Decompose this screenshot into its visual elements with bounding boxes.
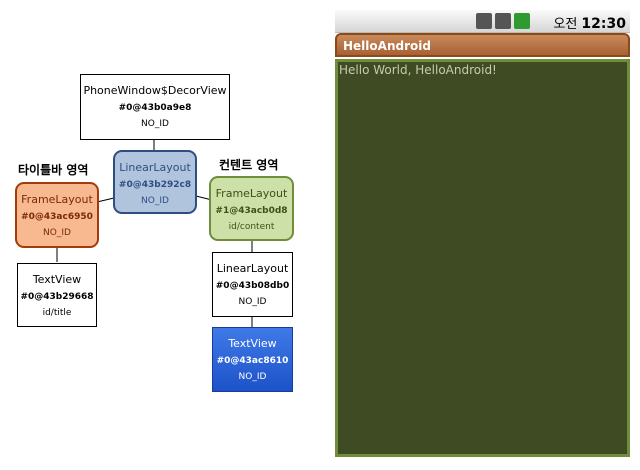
status-time: 오전 12:30	[553, 13, 626, 32]
status-time-value: 12:30	[581, 16, 626, 32]
node-class: TextView	[228, 337, 277, 350]
app-title: HelloAndroid	[343, 39, 431, 53]
content-region-label: 컨텐트 영역	[219, 158, 279, 172]
hello-text: Hello World, HelloAndroid!	[339, 63, 497, 77]
node-id: id/content	[228, 222, 275, 232]
status-bar: 오전 12:30	[335, 10, 630, 33]
node-id: NO_ID	[141, 119, 169, 129]
network-3g-icon	[476, 13, 492, 29]
app-title-bar: HelloAndroid	[335, 33, 630, 57]
node-id: NO_ID	[141, 196, 169, 206]
node-linear-layout[interactable]: LinearLayout #0@43b292c8 NO_ID	[113, 150, 197, 214]
node-class: LinearLayout	[119, 161, 191, 174]
node-hash: #0@43b08db0	[215, 281, 290, 291]
node-decor-view[interactable]: PhoneWindow$DecorView #0@43b0a9e8 NO_ID	[80, 74, 230, 140]
node-class: FrameLayout	[21, 193, 93, 206]
node-inner-linear[interactable]: LinearLayout #0@43b08db0 NO_ID	[212, 252, 293, 317]
status-time-prefix: 오전	[553, 17, 578, 32]
node-id: NO_ID	[43, 228, 71, 238]
title-region-label: 타이틀바 영역	[18, 163, 89, 177]
node-class: PhoneWindow$DecorView	[83, 84, 227, 97]
node-hello-textview[interactable]: TextView #0@43ac8610 NO_ID	[212, 327, 293, 392]
battery-icon	[514, 13, 530, 29]
node-class: TextView	[32, 273, 82, 286]
app-content-area: Hello World, HelloAndroid!	[335, 59, 630, 457]
node-class: LinearLayout	[216, 262, 289, 275]
node-hash: #0@43b29668	[20, 292, 94, 302]
signal-strength-icon	[495, 13, 511, 29]
node-content-frame[interactable]: FrameLayout #1@43acb0d8 id/content	[209, 176, 294, 241]
link-linear-titleframe	[96, 197, 115, 203]
node-hash: #0@43ac8610	[216, 356, 289, 366]
node-class: FrameLayout	[215, 187, 288, 200]
node-hash: #0@43ac6950	[21, 212, 93, 222]
node-id: NO_ID	[238, 297, 267, 307]
node-title-frame[interactable]: FrameLayout #0@43ac6950 NO_ID	[15, 182, 99, 248]
node-hash: #0@43b292c8	[118, 180, 192, 190]
node-title-textview[interactable]: TextView #0@43b29668 id/title	[17, 263, 97, 327]
node-id: id/title	[42, 308, 72, 318]
status-icons	[476, 13, 530, 29]
node-id: NO_ID	[238, 372, 267, 382]
node-hash: #0@43b0a9e8	[118, 103, 192, 113]
node-hash: #1@43acb0d8	[215, 206, 288, 216]
